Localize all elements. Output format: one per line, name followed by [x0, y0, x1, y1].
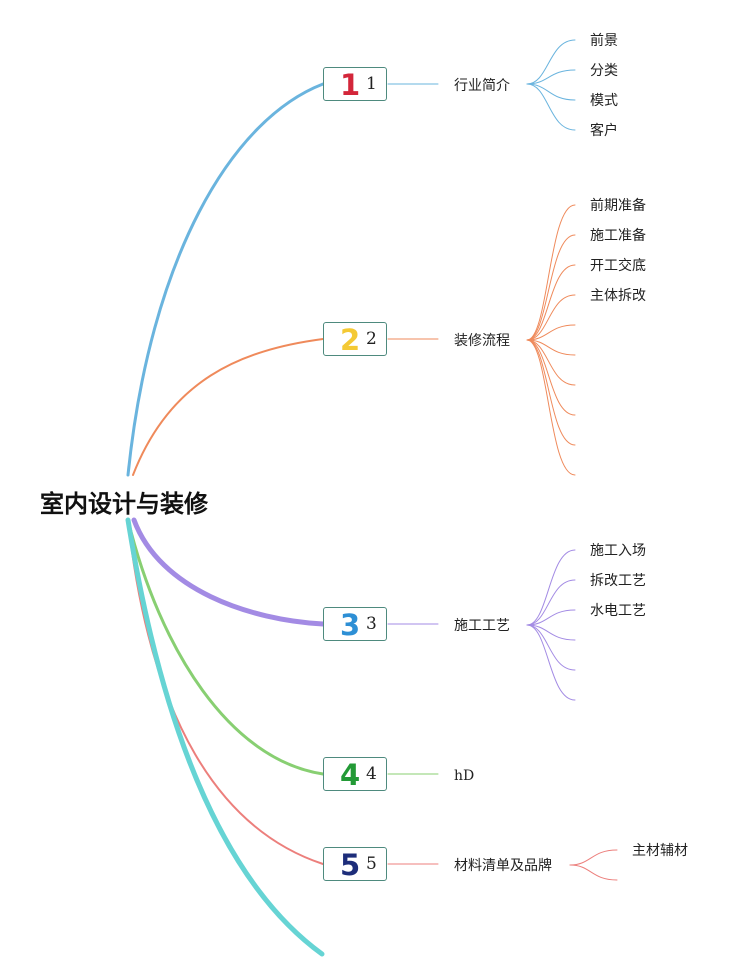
fan-line-3-5 — [526, 624, 576, 671]
root-topic[interactable]: 室内设计与装修 — [40, 490, 208, 518]
number-2-icon: 2 — [340, 323, 361, 357]
branch-curve-4 — [126, 518, 325, 776]
branch-label-4[interactable]: hD — [454, 768, 475, 784]
branch-number-3: 3 — [366, 614, 377, 634]
number-3-icon: 3 — [340, 608, 361, 642]
subtopic-2-3[interactable]: 开工交底 — [590, 258, 646, 274]
branch-label-1[interactable]: 行业简介 — [454, 78, 510, 94]
subtopic-1-2[interactable]: 分类 — [590, 63, 618, 79]
fan-line-1-4 — [526, 83, 576, 131]
fan-line-5-1 — [569, 849, 618, 866]
fan-line-5-2 — [569, 864, 618, 881]
branch-curve-5 — [127, 519, 324, 865]
branch-box-2[interactable]: 2 2 — [323, 322, 387, 356]
subtopic-3-2[interactable]: 拆改工艺 — [590, 573, 646, 589]
branch-number-4: 4 — [366, 764, 377, 784]
fan-line-1-2 — [526, 69, 576, 85]
fan-line-2-3 — [526, 264, 576, 341]
fan-line-2-7 — [526, 339, 576, 386]
branch-box-3[interactable]: 3 3 — [323, 607, 387, 641]
fan-line-3-3 — [526, 609, 576, 626]
fan-line-3-1 — [526, 549, 576, 626]
subtopic-2-4[interactable]: 主体拆改 — [590, 288, 646, 304]
fan-line-2-8 — [526, 339, 576, 416]
branch-label-3[interactable]: 施工工艺 — [454, 618, 510, 634]
subtopic-3-3[interactable]: 水电工艺 — [590, 603, 646, 619]
subtopic-2-2[interactable]: 施工准备 — [590, 228, 646, 244]
fan-line-3-2 — [526, 579, 576, 626]
number-5-icon: 5 — [340, 848, 361, 882]
fan-line-2-4 — [526, 294, 576, 341]
number-1-icon: 1 — [340, 68, 361, 102]
branch-curve-extra — [125, 517, 325, 957]
branch-number-1: 1 — [366, 74, 377, 94]
branch-curve-3 — [131, 517, 326, 627]
branch-number-2: 2 — [366, 329, 377, 349]
branch-label-5[interactable]: 材料清单及品牌 — [454, 858, 552, 874]
branch-box-4[interactable]: 4 4 — [323, 757, 387, 791]
branch-label-2[interactable]: 装修流程 — [454, 333, 510, 349]
fan-line-2-5 — [526, 324, 576, 341]
subtopic-5-1[interactable]: 主材辅材 — [632, 843, 688, 859]
subtopic-1-1[interactable]: 前景 — [590, 33, 618, 49]
branch-curve-2 — [132, 338, 324, 476]
fan-line-2-1 — [526, 204, 576, 341]
branch-box-1[interactable]: 1 1 — [323, 67, 387, 101]
fan-line-3-6 — [526, 624, 576, 701]
subtopic-1-4[interactable]: 客户 — [590, 123, 618, 139]
fan-line-2-10 — [526, 339, 576, 476]
branch-box-5[interactable]: 5 5 — [323, 847, 387, 881]
branch-number-5: 5 — [366, 854, 377, 874]
subtopic-2-1[interactable]: 前期准备 — [590, 198, 646, 214]
fan-line-2-9 — [526, 339, 576, 446]
subtopic-3-1[interactable]: 施工入场 — [590, 543, 646, 559]
fan-line-1-1 — [526, 39, 576, 85]
number-4-icon: 4 — [340, 758, 361, 792]
branch-curve-1 — [126, 82, 325, 477]
fan-line-2-2 — [526, 234, 576, 341]
subtopic-1-3[interactable]: 模式 — [590, 93, 618, 109]
